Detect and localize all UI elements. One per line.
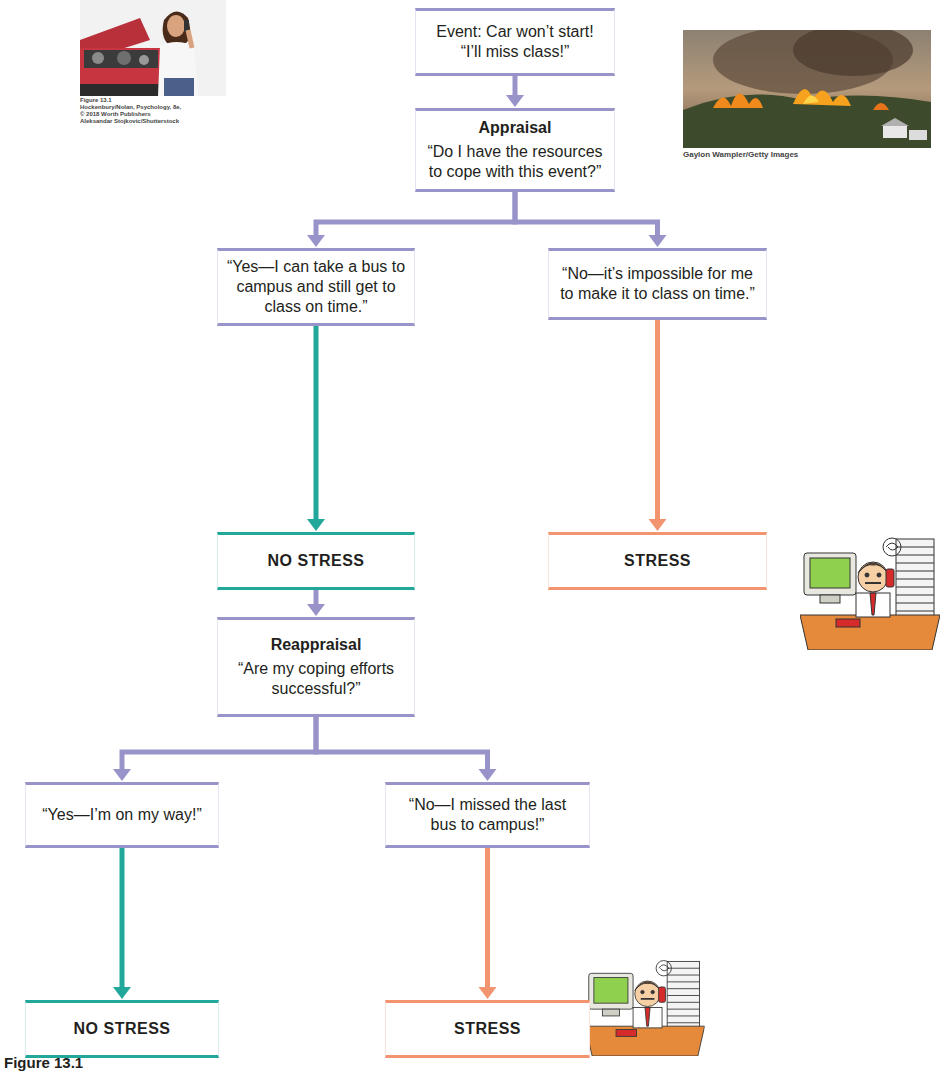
stress-box: STRESS xyxy=(385,1000,590,1058)
flow-arrow xyxy=(307,590,325,616)
photo-credit: Gaylon Wampler/Getty Images xyxy=(683,151,798,160)
photo-credit: Hockenbury/Nolan, Psychology, 8e, xyxy=(80,104,181,111)
stressed-worker-cartoon xyxy=(800,535,940,650)
node-text: STRESS xyxy=(454,1019,521,1039)
no-stress-box: NO STRESS xyxy=(217,532,415,590)
stressed-worker-cartoon xyxy=(585,958,705,1056)
arrow-head xyxy=(113,987,131,999)
node-text: STRESS xyxy=(624,551,691,571)
flow-line xyxy=(655,320,660,521)
node-text: NO STRESS xyxy=(74,1019,171,1039)
arrow-head xyxy=(649,235,667,247)
event-box: Event: Car won’t start! “I’ll miss class… xyxy=(415,8,615,76)
woman-car-photo xyxy=(80,0,226,96)
arrow-head xyxy=(649,519,667,531)
node-text: “No—I missed the last bus to campus!” xyxy=(394,795,581,835)
flow-line xyxy=(122,717,316,771)
appraisal-box: Appraisal “Do I have the resources to cop… xyxy=(415,108,615,192)
node-text: “Yes—I’m on my way!” xyxy=(42,805,201,825)
flow-arrow xyxy=(316,717,497,781)
flow-line xyxy=(515,192,658,237)
flow-line xyxy=(316,192,515,237)
node-text: “No—it’s impossible for me to make it to… xyxy=(557,264,758,304)
flow-arrow xyxy=(307,192,515,247)
node-heading: Reappraisal xyxy=(271,635,362,655)
flow-line xyxy=(316,717,488,771)
node-text: “Are my coping efforts successful?” xyxy=(226,659,406,699)
arrow-head xyxy=(307,235,325,247)
node-text: “Do I have the resources to cope with th… xyxy=(424,142,606,182)
flow-line xyxy=(314,326,319,521)
outcome-box: “Yes—I can take a bus to campus and stil… xyxy=(217,248,415,326)
stress-box: STRESS xyxy=(548,532,767,590)
reappraisal-box: Reappraisal “Are my coping efforts succes… xyxy=(217,617,415,717)
no-stress-box: NO STRESS xyxy=(25,1000,219,1058)
flow-arrow xyxy=(113,717,316,781)
node-text: NO STRESS xyxy=(268,551,365,571)
arrow-head xyxy=(479,987,497,999)
wildfire-photo xyxy=(683,30,931,148)
figure-tag: Figure 13.1 xyxy=(80,97,112,104)
flow-line xyxy=(485,848,490,989)
flow-arrow xyxy=(649,320,667,531)
node-heading: Appraisal xyxy=(479,118,552,138)
flow-arrow xyxy=(515,192,667,247)
photo-credit: Aleksandar Stojkovic/Shutterstock xyxy=(80,118,179,125)
flow-arrow xyxy=(479,848,497,999)
node-text: “Yes—I can take a bus to campus and stil… xyxy=(226,257,406,317)
outcome-box: “No—I missed the last bus to campus!” xyxy=(385,782,590,848)
photo-credit: © 2018 Worth Publishers xyxy=(80,111,151,118)
flow-line xyxy=(513,76,518,97)
flow-arrow xyxy=(307,326,325,531)
arrow-head xyxy=(307,604,325,616)
flow-line xyxy=(120,848,125,989)
node-text: Event: Car won’t start! “I’ll miss class… xyxy=(424,22,606,62)
outcome-box: “Yes—I’m on my way!” xyxy=(25,782,219,848)
outcome-box: “No—it’s impossible for me to make it to… xyxy=(548,248,767,320)
arrow-head xyxy=(307,519,325,531)
arrow-head xyxy=(479,769,497,781)
flow-arrow xyxy=(113,848,131,999)
figure-caption: Figure 13.1 xyxy=(4,1054,83,1071)
flow-arrow xyxy=(506,76,524,107)
arrow-head xyxy=(506,95,524,107)
arrow-head xyxy=(113,769,131,781)
flow-line xyxy=(314,590,319,606)
